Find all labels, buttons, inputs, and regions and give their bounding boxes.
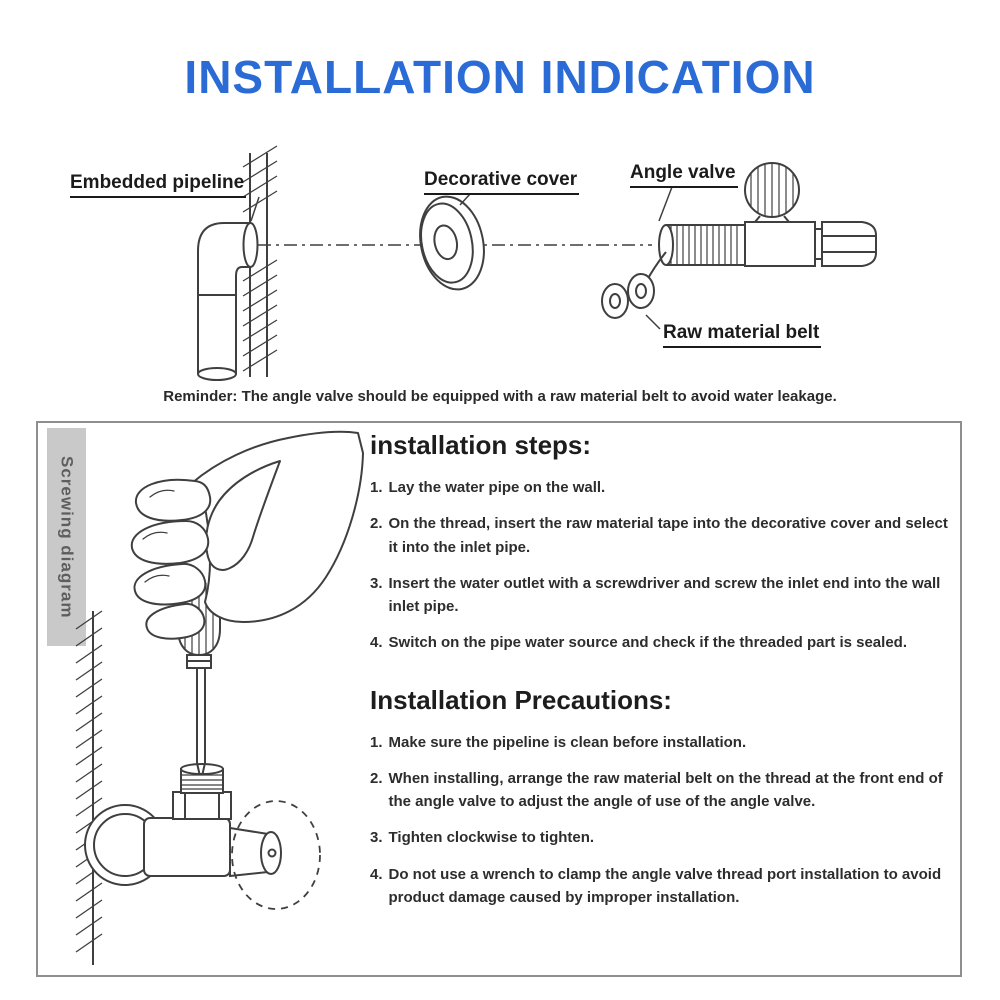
precaution-text: Do not use a wrench to clamp the angle v… <box>388 865 942 906</box>
precaution-text: When installing, arrange the raw materia… <box>388 769 943 810</box>
step-text: Insert the water outlet with a screwdriv… <box>388 574 941 615</box>
instructions-column: installation steps: 1. Lay the water pip… <box>370 430 955 922</box>
step-number: 3. <box>370 574 383 592</box>
step-text: Switch on the pipe water source and chec… <box>388 634 907 652</box>
step-item: 1. Lay the water pipe on the wall. <box>370 476 955 499</box>
precaution-number: 2. <box>370 769 383 787</box>
leader-lines <box>250 186 673 330</box>
step-text: On the thread, insert the raw material t… <box>388 515 948 556</box>
reminder-text: Reminder: The angle valve should be equi… <box>163 388 837 405</box>
wall-drawing <box>75 610 103 965</box>
hand-screwing-diagram <box>75 430 364 965</box>
installation-steps-heading: installation steps: <box>370 430 592 460</box>
precaution-item: 4. Do not use a wrench to clamp the angl… <box>370 863 955 910</box>
step-item: 3. Insert the water outlet with a screwd… <box>370 572 955 619</box>
angle-valve-drawing <box>658 162 877 267</box>
precaution-text: Tighten clockwise to tighten. <box>388 829 595 847</box>
label-angle-valve: Angle valve <box>630 162 738 188</box>
precaution-number: 4. <box>370 865 383 883</box>
screwing-diagram-tab: Screwing diagram <box>47 428 86 646</box>
precaution-item: 1. Make sure the pipeline is clean befor… <box>370 731 955 754</box>
wall-drawing <box>242 145 278 377</box>
label-embedded-pipeline: Embedded pipeline <box>70 172 247 198</box>
step-number: 4. <box>370 634 383 652</box>
tape-rolls-drawing <box>601 251 667 319</box>
step-item: 2. On the thread, insert the raw materia… <box>370 512 955 559</box>
screwing-panel <box>36 421 962 977</box>
decorative-cover-drawing <box>419 195 485 291</box>
pipe-elbow-drawing <box>197 222 259 381</box>
hand-drawing <box>130 430 364 640</box>
label-raw-material-belt: Raw material belt <box>663 322 822 348</box>
step-item: 4. Switch on the pipe water source and c… <box>370 631 955 654</box>
wall-valve-drawing <box>84 763 282 886</box>
step-text: Lay the water pipe on the wall. <box>388 479 606 496</box>
installation-precautions-heading: Installation Precautions: <box>370 684 672 715</box>
step-number: 1. <box>370 479 383 496</box>
pipeline-parts-diagram <box>197 145 877 381</box>
step-number: 2. <box>370 515 383 533</box>
outlet-highlight-dashed-circle <box>231 800 321 910</box>
installation-steps-list: 1. Lay the water pipe on the wall. 2. On… <box>370 476 955 655</box>
installation-precautions-list: 1. Make sure the pipeline is clean befor… <box>370 731 955 910</box>
precaution-text: Make sure the pipeline is clean before i… <box>388 733 747 751</box>
precaution-item: 3. Tighten clockwise to tighten. <box>370 826 955 849</box>
page-title: INSTALLATION INDICATION <box>184 51 816 103</box>
precaution-number: 3. <box>370 829 383 847</box>
precaution-number: 1. <box>370 733 383 751</box>
label-decorative-cover: Decorative cover <box>424 169 580 195</box>
precaution-item: 2. When installing, arrange the raw mate… <box>370 767 955 814</box>
